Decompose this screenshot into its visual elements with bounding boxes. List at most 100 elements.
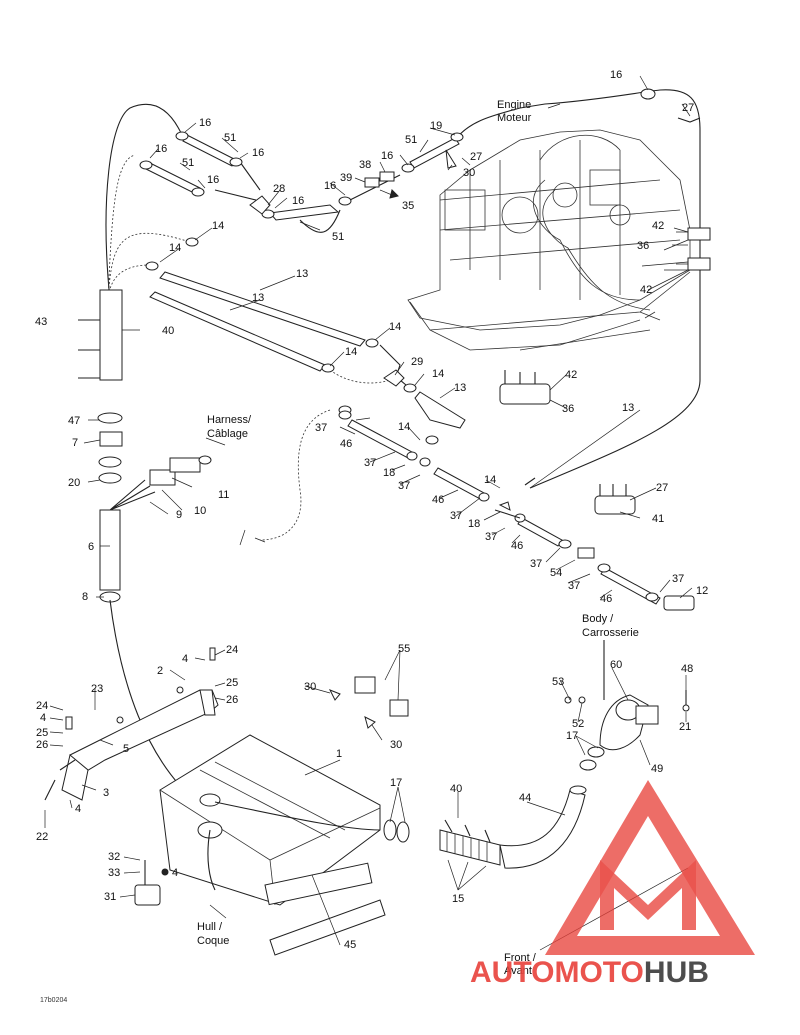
- callout-51: 51: [224, 132, 236, 144]
- mount-clips-right: [499, 227, 711, 515]
- callout-26: 26: [36, 739, 48, 751]
- callout-17: 17: [390, 777, 402, 789]
- front-caption-fr: Avant: [504, 965, 532, 977]
- callout-11: 11: [218, 489, 229, 501]
- callout-16: 16: [610, 69, 622, 81]
- callout-54: 54: [550, 567, 562, 579]
- callout-53: 53: [552, 676, 564, 688]
- callout-36: 36: [637, 240, 649, 252]
- body-caption-en: Body /: [582, 613, 614, 625]
- callout-46: 46: [511, 540, 523, 552]
- callout-25: 25: [36, 727, 48, 739]
- callout-42: 42: [565, 369, 577, 381]
- watermark-word-auto: AUTO: [470, 956, 554, 989]
- callout-46: 46: [600, 593, 612, 605]
- callout-40: 40: [162, 325, 174, 337]
- callout-37: 37: [568, 580, 580, 592]
- callout-51: 51: [182, 157, 194, 169]
- callout-27: 27: [656, 482, 668, 494]
- callout-39: 39: [340, 172, 352, 184]
- callout-17: 17: [566, 730, 578, 742]
- callout-21: 21: [679, 721, 691, 733]
- callout-37: 37: [398, 480, 410, 492]
- callout-27: 27: [470, 151, 482, 163]
- callout-32: 32: [108, 851, 120, 863]
- callout-8: 8: [82, 591, 88, 603]
- callout-30: 30: [390, 739, 402, 751]
- callout-16: 16: [381, 150, 393, 162]
- filler-neck-assembly: [214, 640, 690, 869]
- callout-42: 42: [652, 220, 664, 232]
- callout-4: 4: [40, 712, 46, 724]
- callout-18: 18: [383, 467, 395, 479]
- callout-46: 46: [340, 438, 352, 450]
- callout-16: 16: [207, 174, 219, 186]
- fittings-upper: [249, 117, 701, 387]
- callout-10: 10: [194, 505, 206, 517]
- callout-13: 13: [296, 268, 308, 280]
- callout-16: 16: [252, 147, 264, 159]
- callout-41: 41: [652, 513, 664, 525]
- fuel-filter-assembly: [78, 289, 212, 806]
- callout-14: 14: [169, 242, 181, 254]
- callout-14: 14: [432, 368, 444, 380]
- callout-52: 52: [572, 718, 584, 730]
- callout-3: 3: [103, 787, 109, 799]
- mid-hose-series: [338, 410, 695, 611]
- hull-caption-fr: Coque: [197, 935, 229, 947]
- callout-55: 55: [398, 643, 410, 655]
- callout-33: 33: [108, 867, 120, 879]
- callout-4: 4: [182, 653, 188, 665]
- part-31-assembly: [134, 860, 169, 906]
- callout-37: 37: [485, 531, 497, 543]
- captions: Harness/ Câblage Body / Carrosserie Hull…: [40, 414, 639, 1004]
- callout-14: 14: [398, 421, 410, 433]
- automotohub-watermark: AUTOMOTOHUB: [470, 780, 755, 989]
- callout-14: 14: [389, 321, 401, 333]
- callout-4: 4: [172, 867, 178, 879]
- callout-43: 43: [35, 316, 47, 328]
- callout-22: 22: [36, 831, 48, 843]
- callout-13: 13: [252, 292, 264, 304]
- callout-38: 38: [359, 159, 371, 171]
- callout-6: 6: [88, 541, 94, 553]
- callout-36: 36: [562, 403, 574, 415]
- callout-16: 16: [155, 143, 167, 155]
- callout-16: 16: [292, 195, 304, 207]
- callout-45: 45: [344, 939, 356, 951]
- harness-caption-en: Harness/: [207, 414, 252, 426]
- callout-15: 15: [452, 893, 464, 905]
- callout-48: 48: [681, 663, 693, 675]
- upper-hose-routing: [105, 89, 701, 541]
- callout-46: 46: [432, 494, 444, 506]
- callout-51: 51: [332, 231, 344, 243]
- callout-51: 51: [405, 134, 417, 146]
- callout-44: 44: [519, 792, 531, 804]
- watermark-word-moto: MOTO: [554, 956, 643, 989]
- hose-clamps-upper: [139, 88, 656, 445]
- callout-23: 23: [91, 683, 103, 695]
- callout-37: 37: [672, 573, 684, 585]
- callout-60: 60: [610, 659, 622, 671]
- callout-19: 19: [430, 120, 442, 132]
- callout-27: 27: [682, 102, 694, 114]
- callout-29: 29: [411, 356, 423, 368]
- callout-14: 14: [345, 346, 357, 358]
- callout-24: 24: [226, 644, 238, 656]
- strap: [269, 899, 386, 956]
- watermark-triangle-icon: [545, 780, 755, 955]
- callout-12: 12: [696, 585, 708, 597]
- callout-14: 14: [484, 474, 496, 486]
- callout-5: 5: [123, 743, 129, 755]
- hull-caption-en: Hull /: [197, 921, 223, 933]
- callout-31: 31: [104, 891, 116, 903]
- drawing-code: 17b0204: [40, 997, 67, 1004]
- bracket-55: [328, 676, 409, 729]
- callout-4: 4: [75, 803, 81, 815]
- callout-42: 42: [640, 284, 652, 296]
- callout-37: 37: [450, 510, 462, 522]
- engine-caption-fr: Moteur: [497, 112, 532, 124]
- callout-numbers: 16 27 16 51 16 16 51 16 2 8 16 51 19 51 2…: [35, 69, 708, 951]
- body-caption-fr: Carrosserie: [582, 627, 639, 639]
- callout-2: 2: [157, 665, 163, 677]
